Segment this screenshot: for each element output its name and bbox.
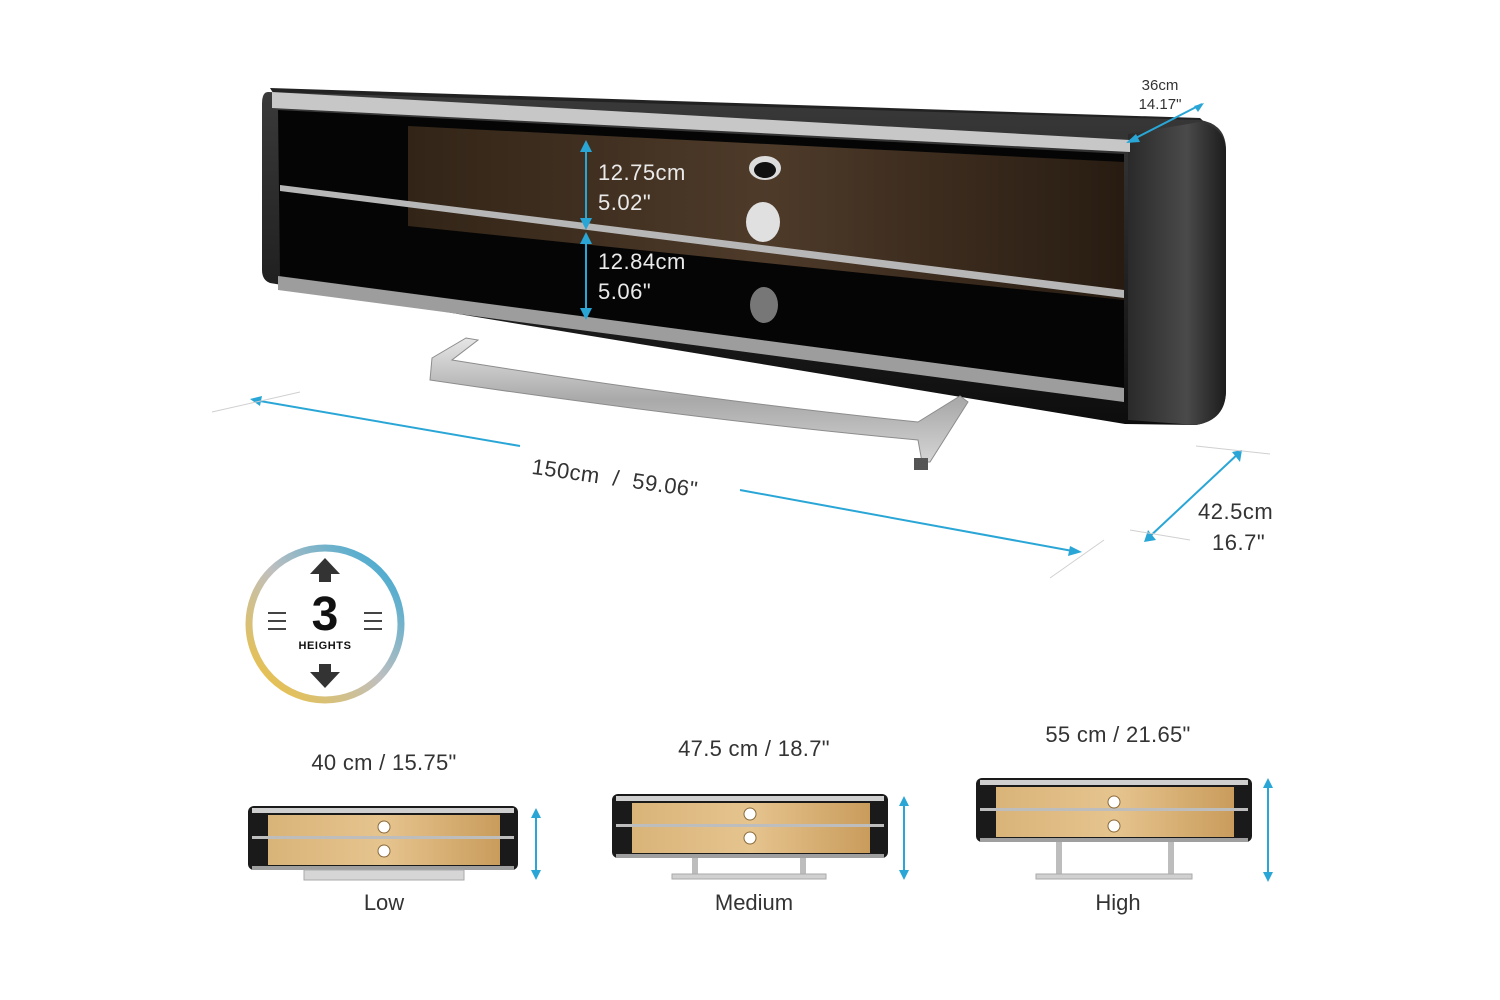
badge-number: 3 bbox=[311, 588, 339, 641]
upper-shelf-cm-label: 12.75cm bbox=[598, 160, 686, 185]
medium-height-name: Medium bbox=[714, 890, 794, 915]
dim-inner-depth-line bbox=[1127, 103, 1203, 143]
inner-depth-in-label: 14.17" bbox=[1138, 96, 1182, 113]
arrow-down-icon bbox=[310, 664, 340, 688]
low-height-name: Low bbox=[363, 890, 405, 915]
main-tv-unit bbox=[262, 88, 1226, 470]
unit-stand bbox=[429, 337, 969, 463]
depth-in-label: 16.7" bbox=[1212, 530, 1266, 555]
high-variant-unit bbox=[976, 778, 1273, 882]
depth-cm-label: 42.5cm bbox=[1198, 499, 1274, 524]
low-variant-unit bbox=[248, 806, 541, 881]
badge-word: HEIGHTS bbox=[298, 640, 352, 652]
high-height-name: High bbox=[1095, 890, 1141, 915]
dim-width-line-right bbox=[739, 489, 1079, 553]
dimension-lines bbox=[250, 103, 1242, 556]
inner-depth-cm-label: 36cm bbox=[1141, 77, 1179, 94]
unit-bottom-chrome bbox=[278, 276, 1124, 402]
medium-height-value: 47.5 cm / 18.7" bbox=[678, 736, 830, 761]
medium-variant-unit bbox=[612, 794, 909, 880]
heights-badge: 3 HEIGHTS bbox=[244, 543, 406, 705]
cable-hole-middle bbox=[746, 202, 780, 242]
lower-shelf-cm-label: 12.84cm bbox=[598, 249, 686, 274]
lines-left-icon bbox=[268, 612, 286, 630]
unit-top-chrome bbox=[272, 92, 1130, 152]
high-height-value: 55 cm / 21.65" bbox=[1045, 722, 1191, 747]
unit-side-panel bbox=[1128, 122, 1226, 425]
dim-depth-line bbox=[1145, 451, 1241, 541]
heights-badge-graphic bbox=[245, 544, 405, 704]
lines-right-icon bbox=[364, 612, 382, 630]
arrow-up-icon bbox=[310, 558, 340, 582]
unit-glass-shelf bbox=[280, 185, 1124, 298]
lower-shelf-in-label: 5.06" bbox=[598, 279, 652, 304]
cable-hole-bottom bbox=[750, 287, 778, 323]
low-height-value: 40 cm / 15.75" bbox=[311, 750, 457, 775]
upper-shelf-in-label: 5.02" bbox=[598, 190, 652, 215]
dim-width-line-left bbox=[253, 399, 521, 447]
